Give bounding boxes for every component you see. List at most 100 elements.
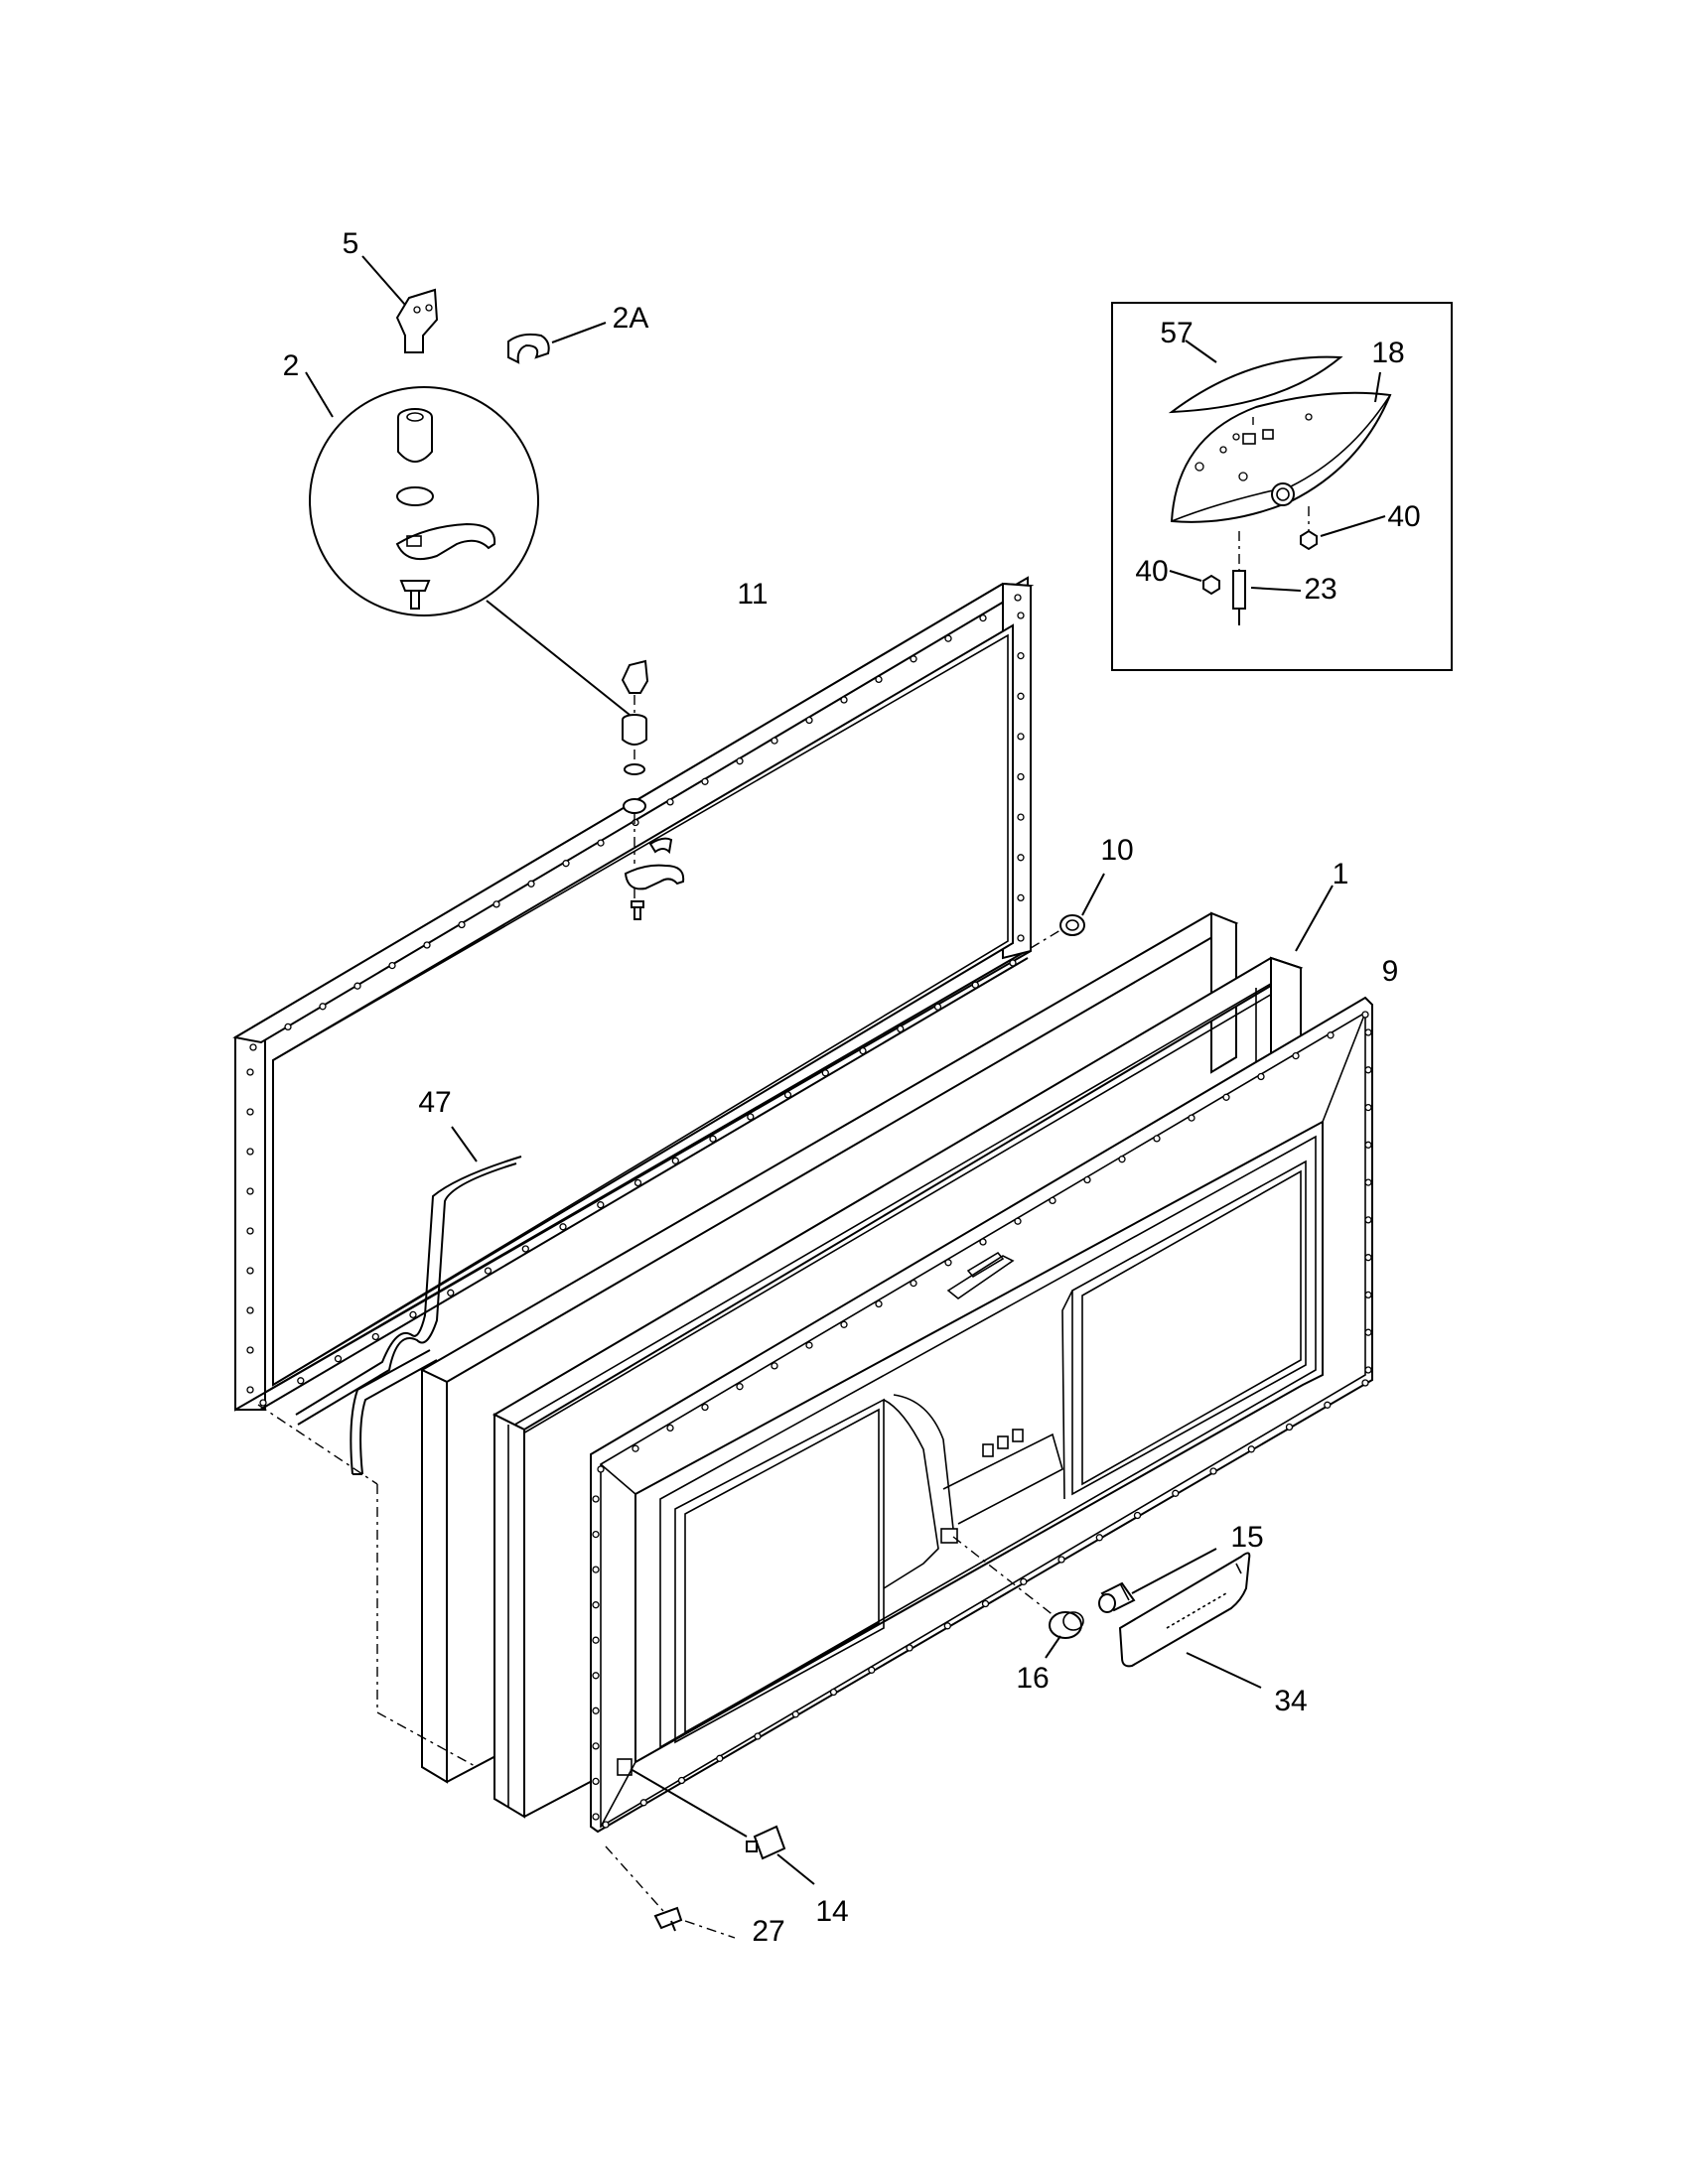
rivet-dot (371, 1332, 379, 1341)
rivet-dot (527, 880, 535, 887)
rivet-dot (246, 1346, 254, 1354)
rivet-dot (592, 1530, 600, 1539)
rivet-dot (246, 1386, 254, 1394)
rivet-dot (592, 1636, 600, 1644)
label-40-left: 40 (1135, 555, 1168, 588)
rivet-dot (666, 1424, 674, 1433)
rivet-dot (859, 1046, 867, 1055)
rivet-dot (736, 1383, 744, 1391)
label-11: 11 (737, 578, 768, 611)
lock-cylinder (397, 417, 433, 463)
lock-screw (399, 580, 431, 592)
nut-40-left (1202, 574, 1220, 596)
rivet-dot (297, 1377, 305, 1385)
label-1: 1 (1333, 858, 1349, 890)
rivet-dot (458, 920, 466, 929)
rivet-dot (875, 1299, 883, 1308)
rivet-dot (1257, 1072, 1265, 1081)
lock-assembly (305, 255, 631, 716)
light-bulb-16 (952, 1536, 1084, 1659)
rivet-dot (1017, 612, 1025, 619)
rivet-dot (1222, 1093, 1230, 1101)
rivet-dot (559, 1223, 567, 1231)
label-18: 18 (1371, 337, 1404, 369)
rivet-dot (1172, 1489, 1180, 1497)
rivet-dot (906, 1644, 914, 1652)
label-34: 34 (1274, 1685, 1307, 1717)
rivet-dot (910, 1279, 917, 1288)
rivet-dot (592, 1672, 600, 1680)
rivet-dot (1364, 1216, 1372, 1224)
label-2: 2 (283, 349, 300, 382)
rivet-dot (1361, 1011, 1369, 1019)
rivet-dot (409, 1310, 417, 1319)
label-9: 9 (1382, 955, 1399, 988)
part-labels: 5 2 2A 11 10 1 9 47 15 16 34 14 27 57 18… (283, 227, 1421, 1948)
inset-light-assembly (1111, 302, 1453, 671)
rivet-dot (771, 1362, 778, 1370)
rivet-dot (1017, 733, 1025, 741)
rivet-dot (592, 1777, 600, 1786)
rivet-dot (1118, 1156, 1126, 1163)
rivet-dot (592, 1566, 600, 1573)
rivet-dot (562, 860, 570, 868)
rivet-dot (979, 614, 987, 622)
rivet-dot (1327, 1031, 1335, 1039)
retainer-clip (507, 333, 550, 364)
rivet-dot (1017, 934, 1025, 942)
rivet-dot (1324, 1401, 1332, 1409)
label-14: 14 (815, 1895, 848, 1928)
light-socket (1232, 570, 1246, 610)
rivet-dot (632, 818, 639, 827)
rivet-dot (1017, 854, 1025, 862)
rivet-dot (791, 1710, 799, 1718)
rivet-dot (666, 798, 674, 806)
rivet-dot (821, 1069, 829, 1077)
rivet-dot (709, 1135, 717, 1143)
rivet-dot (284, 1023, 292, 1031)
rivet-dot (897, 1024, 905, 1033)
label-5: 5 (343, 227, 359, 260)
rivet-dot (597, 839, 605, 847)
rivet-dot (771, 737, 778, 745)
lid-insulation-panel (419, 911, 1239, 1784)
label-16: 16 (1016, 1662, 1049, 1695)
hinge-cap (1030, 873, 1105, 949)
label-27: 27 (752, 1915, 784, 1948)
liner-screws (592, 1011, 1372, 1829)
rivet-dot (1014, 1217, 1022, 1225)
rivet-dot (1364, 1028, 1372, 1036)
label-23: 23 (1304, 573, 1336, 606)
rivet-dot (840, 696, 848, 704)
rivet-dot (1017, 651, 1025, 660)
rivet-dot (1057, 1556, 1065, 1564)
rivet-dot (246, 1267, 254, 1275)
rivet-dot (592, 1813, 600, 1821)
rivet-dot (597, 1201, 605, 1209)
rivet-dot (1292, 1051, 1300, 1060)
rivet-dot (677, 1776, 686, 1785)
rivet-dot (1017, 893, 1025, 902)
rivet-dot (840, 1320, 848, 1328)
rivet-dot (353, 982, 361, 990)
rivet-dot (1083, 1175, 1091, 1184)
assembly-guide-lines (257, 1404, 478, 1768)
label-57: 57 (1160, 317, 1193, 349)
label-2a: 2A (613, 302, 649, 335)
rivet-dot (388, 961, 396, 970)
rivet-dot (1009, 959, 1017, 967)
rivet-dot (632, 1444, 639, 1452)
o-ring (396, 486, 434, 506)
rivet-dot (701, 777, 709, 785)
rivet-dot (805, 716, 813, 725)
rivet-dot (979, 1238, 987, 1246)
lid-frame-rivets (246, 594, 1025, 1407)
rivet-dot (943, 1622, 951, 1630)
light-lens (1168, 355, 1343, 414)
rivet-dot (246, 1108, 254, 1116)
rivet-dot (754, 1732, 762, 1740)
rivet-dot (597, 1465, 605, 1473)
heater-wire (295, 1126, 522, 1475)
rivet-dot (592, 1601, 600, 1609)
